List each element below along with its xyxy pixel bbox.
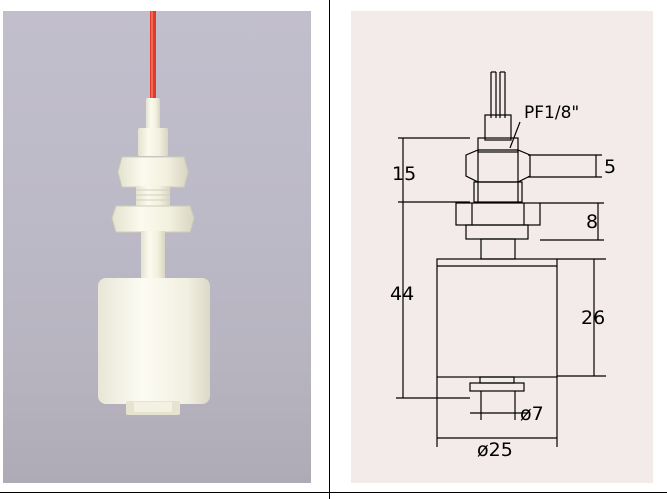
thread-label: PF1/8" <box>524 103 579 123</box>
dim-44 <box>396 202 470 399</box>
thread-section <box>473 181 523 203</box>
collar <box>477 137 519 153</box>
horizontal-divider <box>0 492 667 493</box>
dim-label-15: 15 <box>392 163 416 185</box>
dim-label-diameter-7: ø7 <box>520 403 544 425</box>
top-collar <box>138 128 168 156</box>
wire-sleeve <box>146 98 160 134</box>
dim-diameter-25 <box>436 377 558 447</box>
dim-26 <box>557 258 606 377</box>
drawing-panel <box>351 11 653 483</box>
dim-8 <box>540 202 604 241</box>
dim-diameter-7 <box>470 391 528 420</box>
dim-label-5: 5 <box>604 156 616 178</box>
thread-leader <box>509 121 521 149</box>
float-body <box>98 278 210 404</box>
vertical-divider <box>329 0 330 499</box>
dim-label-26: 26 <box>581 307 605 329</box>
stem <box>141 231 165 279</box>
dim-5 <box>528 154 602 178</box>
upper-hex-nut <box>465 149 531 183</box>
dim-label-44: 44 <box>390 283 414 305</box>
dim-label-8: 8 <box>586 211 598 233</box>
dim-15 <box>398 137 470 203</box>
top-sleeve <box>484 114 512 141</box>
lower-nut <box>111 205 195 233</box>
dim-label-diameter-25: ø25 <box>477 439 513 461</box>
wire-leads <box>490 71 506 118</box>
threaded-body <box>136 186 170 206</box>
upper-nut <box>117 156 189 188</box>
